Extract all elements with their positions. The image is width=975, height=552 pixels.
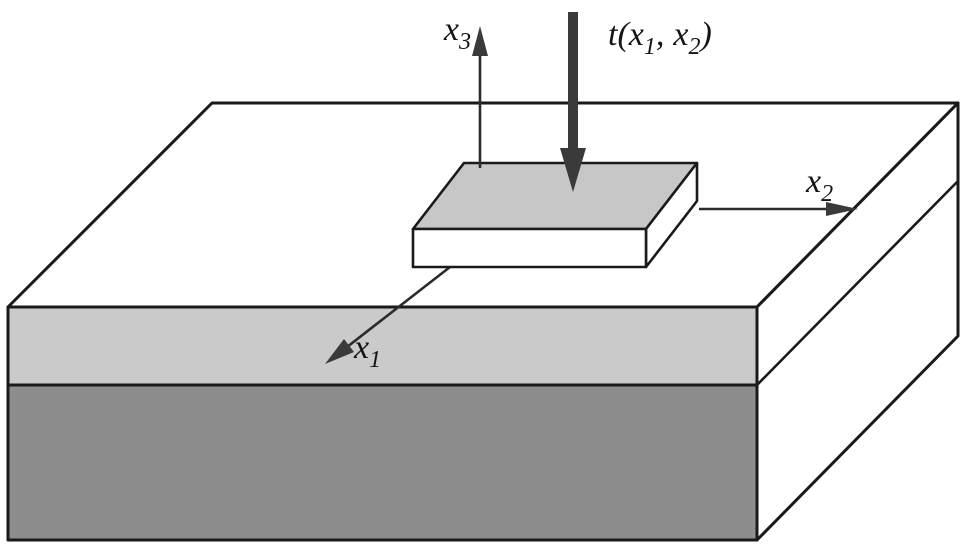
x2-axis-label: x2 (805, 163, 833, 207)
layer-boundary-right-face-line (756, 180, 959, 386)
x3-axis-arrowhead (472, 26, 488, 56)
x3-axis: x3 (443, 11, 488, 168)
x3-axis-label: x3 (443, 11, 471, 55)
load-arrow: t(x1,x2) (560, 12, 712, 192)
punch-front-face (411, 227, 648, 269)
substrate-lower-layer-front-face (6, 383, 759, 542)
punch-block (411, 161, 699, 269)
x2-axis: x2 (699, 163, 858, 216)
load-label: t(x1,x2) (608, 16, 712, 60)
x1-axis-line (346, 265, 451, 349)
x1-axis-arrowhead (325, 339, 354, 364)
load-arrow-shape (560, 12, 586, 192)
x1-axis-label: x1 (353, 329, 381, 373)
x1-axis: x1 (325, 265, 451, 373)
x2-axis-arrowhead (826, 202, 858, 216)
